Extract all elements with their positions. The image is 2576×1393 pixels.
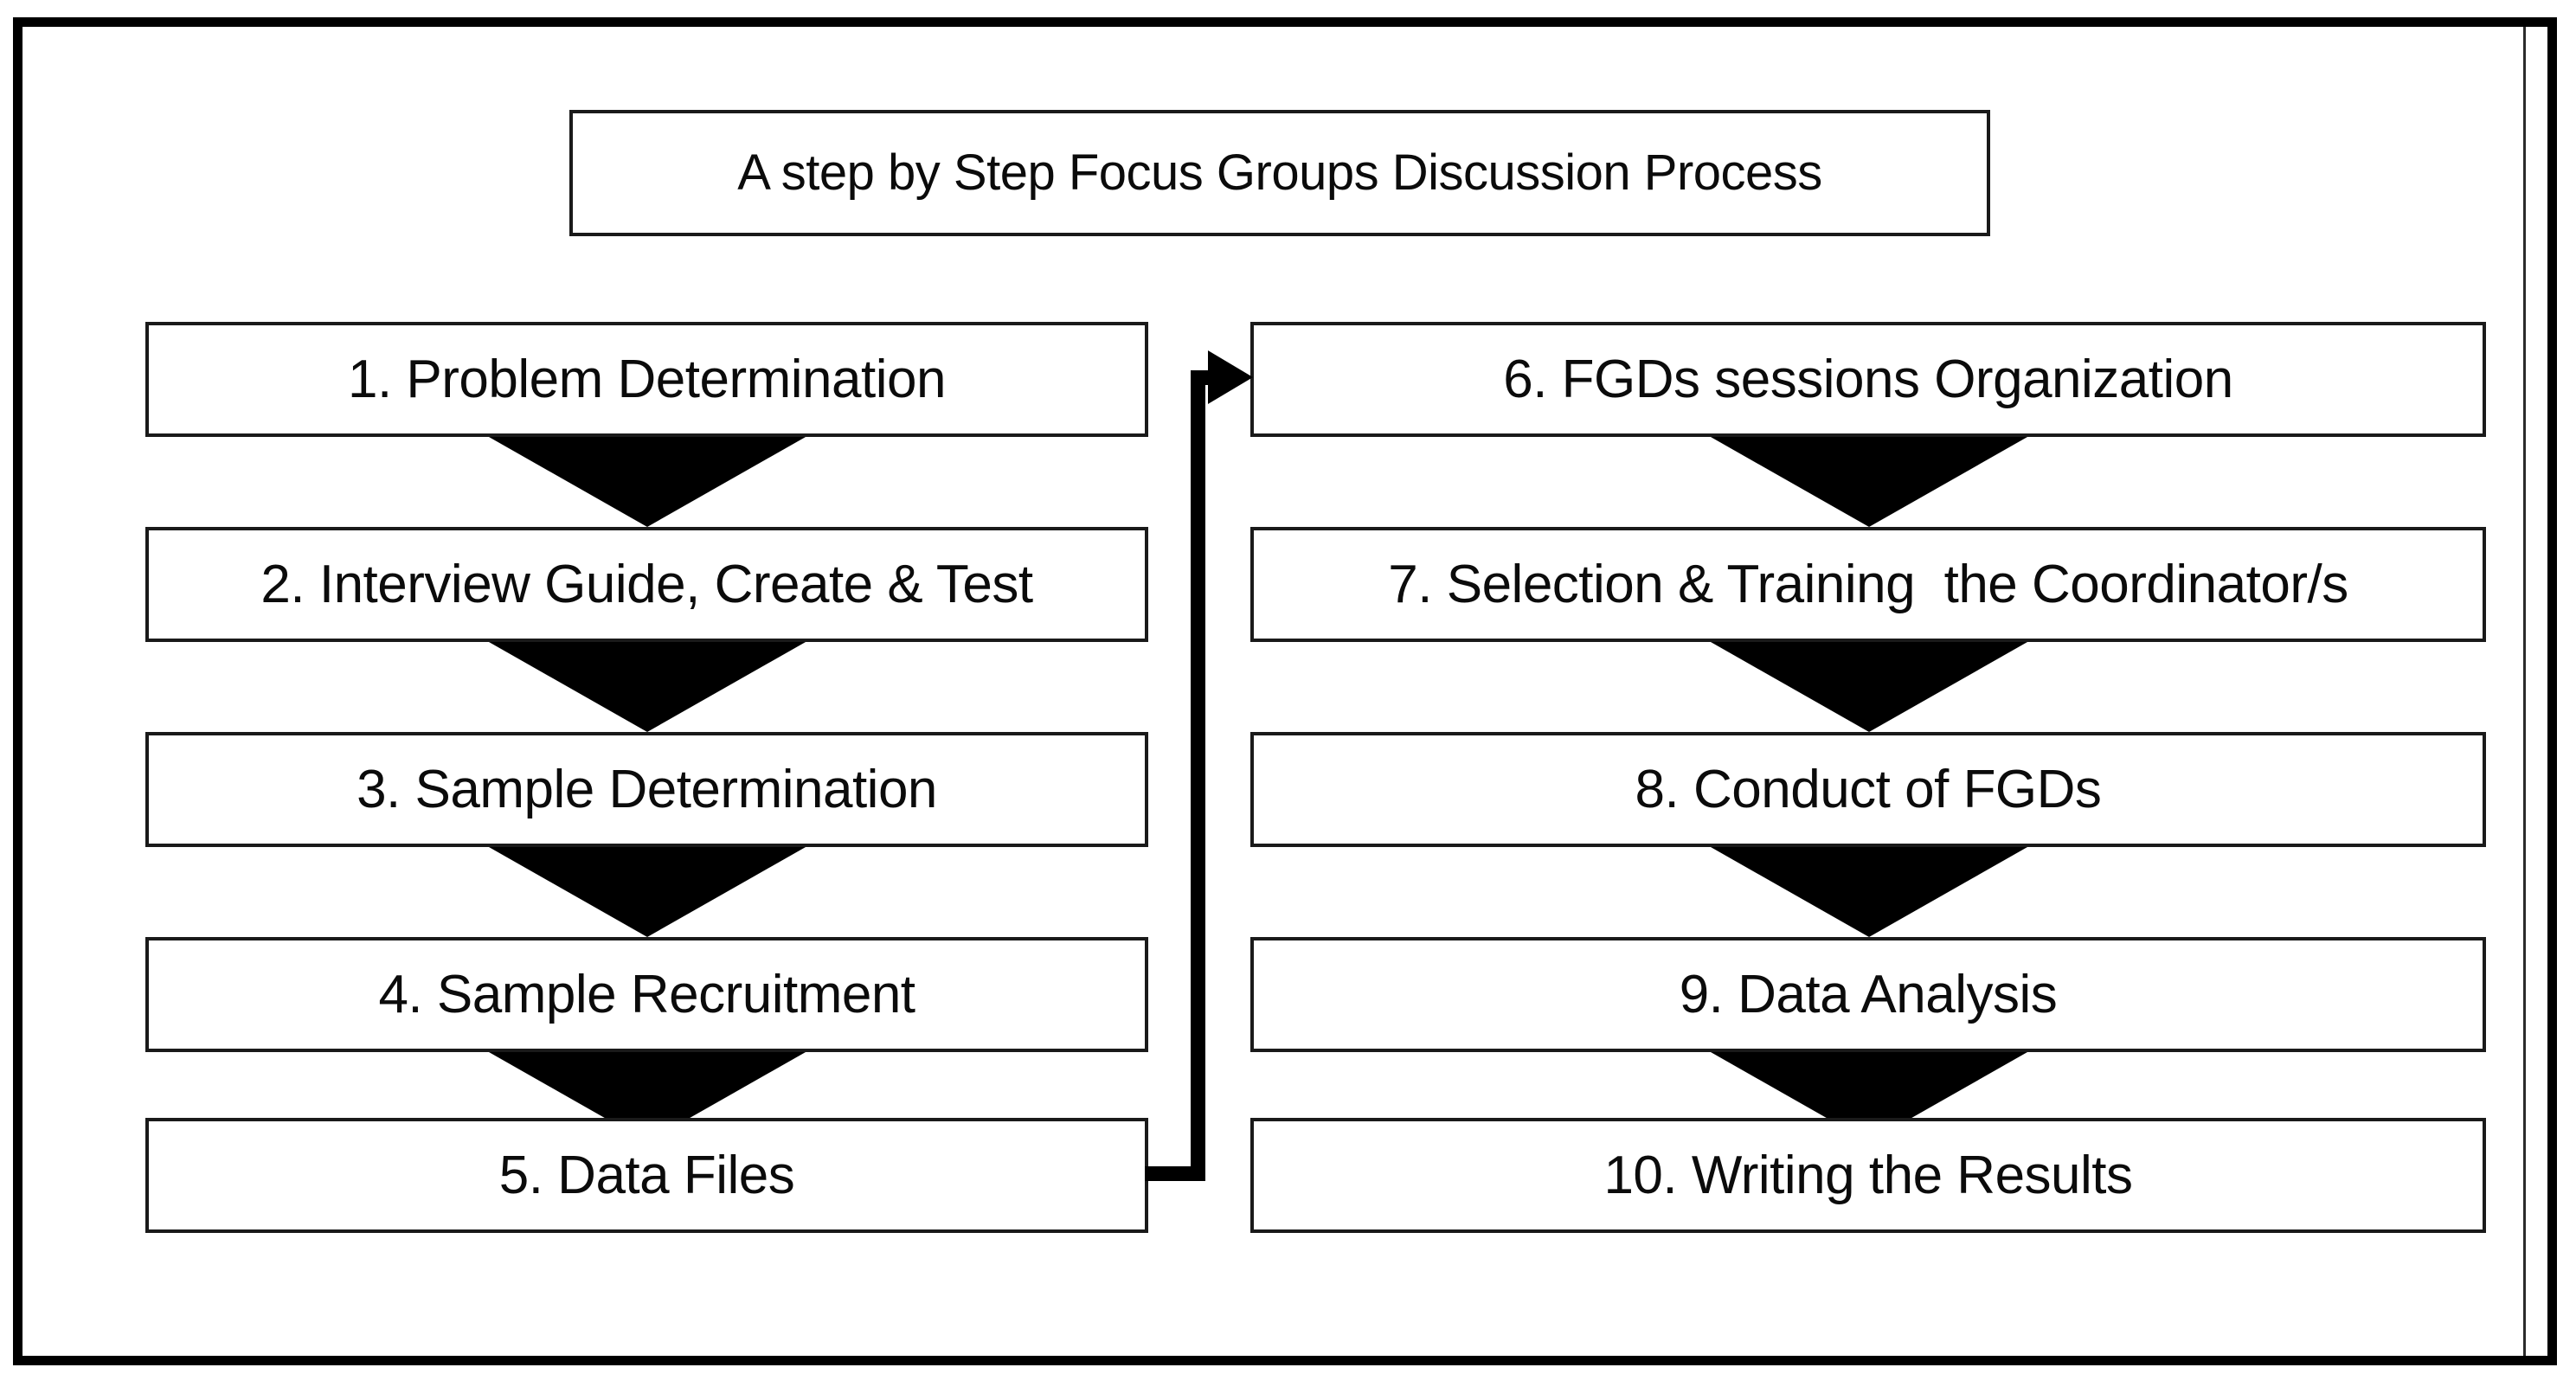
down-arrow-8-to-9 xyxy=(1711,847,2027,937)
step-label-2: 2. Interview Guide, Create & Test xyxy=(260,554,1033,614)
down-arrow-6-to-7 xyxy=(1711,437,2027,527)
down-arrow-3-to-4 xyxy=(489,847,806,937)
step-box-3[interactable]: 3. Sample Determination xyxy=(145,732,1148,847)
down-arrow-2-to-3 xyxy=(489,642,806,732)
step-box-8[interactable]: 8. Conduct of FGDs xyxy=(1250,732,2486,847)
step-label-10: 10. Writing the Results xyxy=(1603,1145,2133,1205)
step-box-10[interactable]: 10. Writing the Results xyxy=(1250,1118,2486,1233)
step-box-5[interactable]: 5. Data Files xyxy=(145,1118,1148,1233)
step-box-6[interactable]: 6. FGDs sessions Organization xyxy=(1250,322,2486,437)
inner-frame-rule xyxy=(22,27,2526,1356)
step-box-7[interactable]: 7. Selection & Training the Coordinator/… xyxy=(1250,527,2486,642)
connector-5-to-6-segment-horizontal-bottom xyxy=(1145,1166,1205,1181)
down-arrow-1-to-2 xyxy=(489,437,806,527)
step-label-9: 9. Data Analysis xyxy=(1679,964,2058,1024)
connector-5-to-6-segment-vertical xyxy=(1191,370,1205,1177)
connector-5-to-6-arrowhead-icon xyxy=(1208,350,1253,404)
step-box-1[interactable]: 1. Problem Determination xyxy=(145,322,1148,437)
step-label-6: 6. FGDs sessions Organization xyxy=(1503,349,2233,409)
step-box-9[interactable]: 9. Data Analysis xyxy=(1250,937,2486,1052)
diagram-title-text: A step by Step Focus Groups Discussion P… xyxy=(737,144,1822,201)
step-label-4: 4. Sample Recruitment xyxy=(378,964,915,1024)
diagram-title-box: A step by Step Focus Groups Discussion P… xyxy=(569,110,1990,236)
step-label-3: 3. Sample Determination xyxy=(357,759,937,819)
step-label-7: 7. Selection & Training the Coordinator/… xyxy=(1388,554,2348,614)
step-label-8: 8. Conduct of FGDs xyxy=(1635,759,2102,819)
step-box-2[interactable]: 2. Interview Guide, Create & Test xyxy=(145,527,1148,642)
step-box-4[interactable]: 4. Sample Recruitment xyxy=(145,937,1148,1052)
step-label-1: 1. Problem Determination xyxy=(348,349,946,409)
down-arrow-7-to-8 xyxy=(1711,642,2027,732)
step-label-5: 5. Data Files xyxy=(498,1145,795,1205)
